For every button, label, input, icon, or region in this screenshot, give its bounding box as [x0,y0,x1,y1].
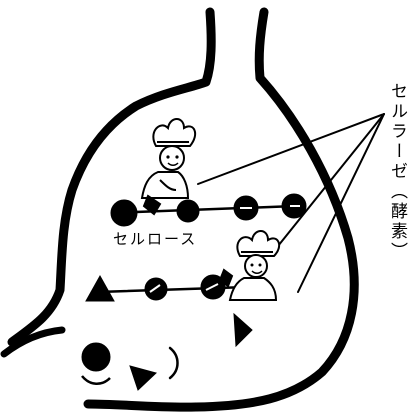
enzyme-label: セルラーゼ（酵素） [388,82,405,262]
chain-link [98,287,248,292]
chef-body [230,278,276,300]
curve-mark [170,348,178,378]
glucose-triangle [86,276,114,301]
fragment-triangle [234,314,252,346]
chain-link [136,206,296,212]
chef-head [160,146,184,170]
fragment-smile [82,376,110,384]
fragment-triangle [130,366,156,390]
cellulose-label: セルロース [113,232,197,247]
glucose-bead [111,200,137,226]
chef-lower [220,231,279,300]
fragment-bead [82,343,110,371]
glucose-bead [177,200,199,222]
